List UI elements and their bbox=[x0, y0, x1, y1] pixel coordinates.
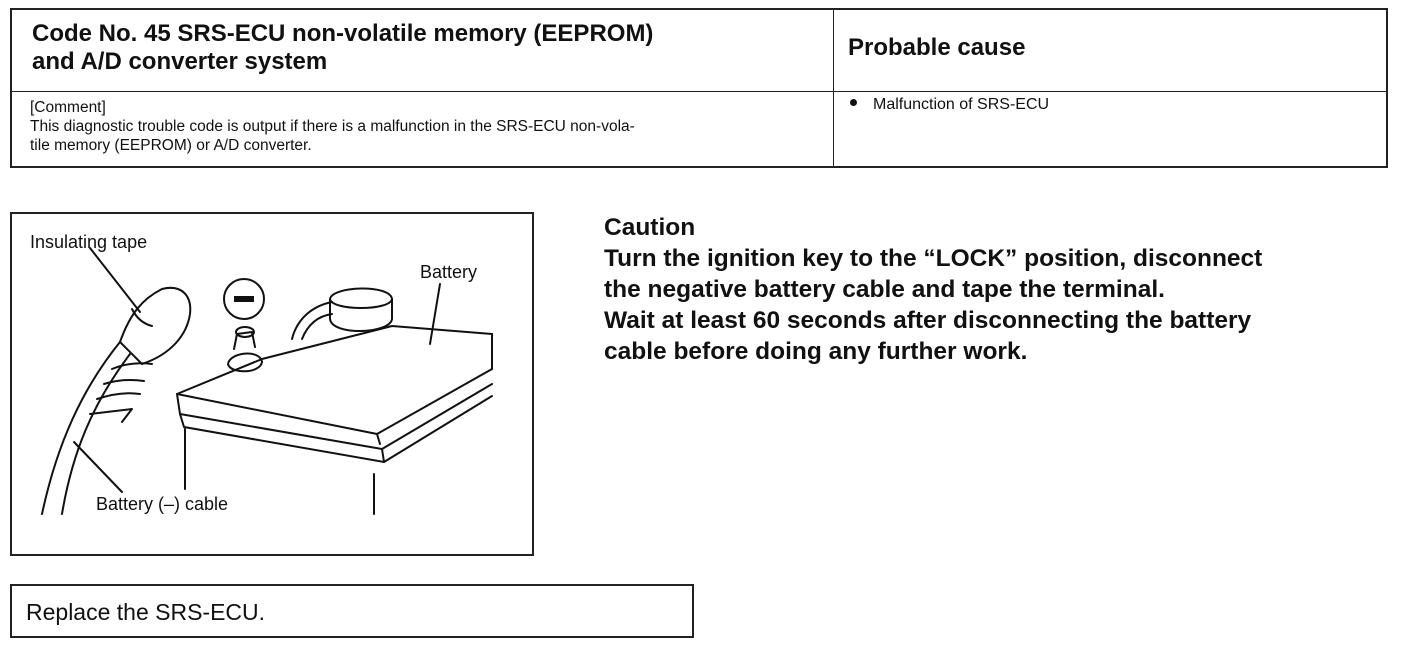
bullet-icon bbox=[850, 99, 857, 107]
caution-line-1: Turn the ignition key to the “LOCK” posi… bbox=[604, 245, 1263, 272]
action-text: Replace the SRS-ECU. bbox=[26, 599, 266, 625]
code-title-line-2: and A/D converter system bbox=[32, 48, 328, 75]
comment-label: [Comment] bbox=[30, 99, 106, 116]
caution-line-3: Wait at least 60 seconds after disconnec… bbox=[604, 307, 1252, 334]
caution-line-2: the negative battery cable and tape the … bbox=[604, 276, 1165, 303]
comment-line-2: tile memory (EEPROM) or A/D converter. bbox=[30, 137, 312, 154]
comment-block: [Comment] This diagnostic trouble code i… bbox=[30, 98, 820, 155]
comment-line-1: This diagnostic trouble code is output i… bbox=[30, 118, 635, 135]
code-title-line-1: Code No. 45 SRS-ECU non-volatile memory … bbox=[32, 20, 654, 47]
battery-illustration: Insulating tape Battery Battery (–) cabl… bbox=[10, 212, 534, 556]
caution-line-4: cable before doing any further work. bbox=[604, 338, 1028, 365]
label-insulating-tape: Insulating tape bbox=[30, 232, 148, 252]
label-battery-cable: Battery (–) cable bbox=[96, 494, 229, 514]
label-battery: Battery bbox=[420, 262, 478, 282]
cause-text: Malfunction of SRS-ECU bbox=[873, 96, 1050, 113]
cause-column: Probable cause Malfunction of SRS-ECU bbox=[834, 10, 1386, 166]
code-column: Code No. 45 SRS-ECU non-volatile memory … bbox=[12, 10, 834, 166]
action-box: Replace the SRS-ECU. bbox=[10, 584, 694, 638]
diagnostic-code-table: Code No. 45 SRS-ECU non-volatile memory … bbox=[10, 8, 1388, 168]
battery-drawing bbox=[41, 247, 493, 515]
code-header-row: Code No. 45 SRS-ECU non-volatile memory … bbox=[12, 10, 833, 92]
code-title: Code No. 45 SRS-ECU non-volatile memory … bbox=[32, 20, 822, 76]
caution-heading: Caution bbox=[604, 214, 696, 241]
cause-list-item: Malfunction of SRS-ECU bbox=[850, 96, 1049, 114]
cause-header-row: Probable cause bbox=[834, 10, 1386, 92]
caution-notice: Caution Turn the ignition key to the “LO… bbox=[604, 212, 1390, 367]
probable-cause-header: Probable cause bbox=[848, 34, 1026, 61]
